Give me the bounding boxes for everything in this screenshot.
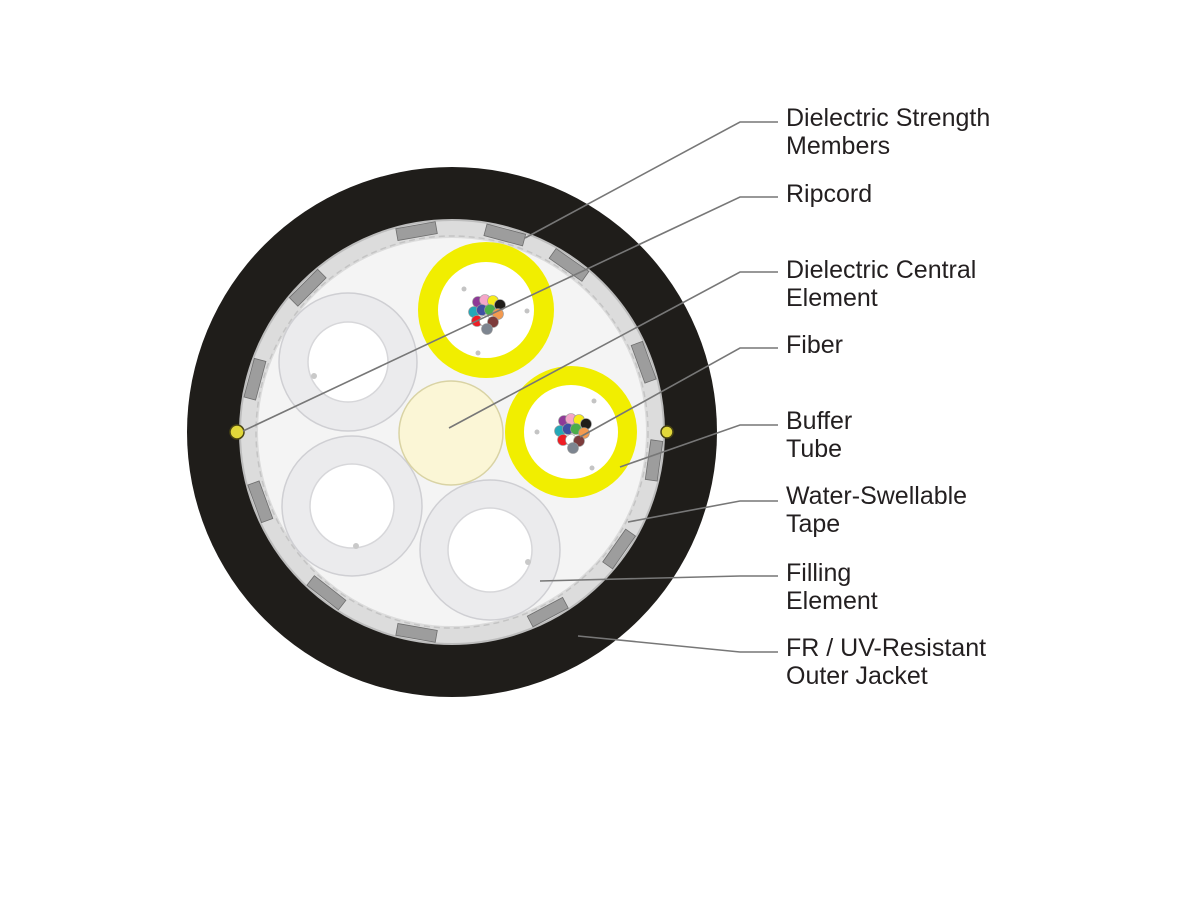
- label-line: Element: [786, 587, 878, 615]
- label-ripcord: Ripcord: [786, 180, 872, 208]
- label-line: Outer Jacket: [786, 662, 928, 690]
- label-line: Water-Swellable: [786, 482, 968, 510]
- label-line: Tube: [786, 435, 843, 463]
- strength-member: [644, 439, 664, 482]
- ripcord-right: [660, 425, 674, 439]
- dielectric-central-element: [398, 380, 504, 486]
- leader-central-element: [448, 271, 778, 429]
- leader-filling-element: [539, 575, 778, 582]
- label-line: Filling: [786, 559, 852, 587]
- label-line: Ripcord: [786, 180, 873, 208]
- label-line: Dielectric Central: [786, 256, 977, 284]
- label-line: Element: [786, 284, 878, 312]
- label-filling-element: Filling Element: [786, 559, 878, 615]
- fiber-bundle-right: [554, 413, 592, 454]
- leader-outer-jacket: [577, 635, 778, 653]
- strength-member: [306, 575, 347, 611]
- label-fiber: Fiber: [786, 331, 843, 359]
- label-line: Members: [786, 132, 891, 160]
- filling-element-bottom-right: [419, 479, 561, 621]
- tape-inner-edge: [255, 235, 649, 629]
- filling-element-bottom-left: [281, 435, 423, 577]
- strength-member: [247, 480, 274, 524]
- label-buffer-tube: Buffer Tube: [786, 407, 852, 463]
- buffer-tube-top: [418, 242, 554, 378]
- ripcord-left: [229, 424, 245, 440]
- strength-member: [395, 623, 438, 643]
- label-line: Dielectric Strength: [786, 104, 991, 132]
- strength-member: [395, 221, 438, 241]
- fiber: [567, 442, 579, 454]
- fiber: [481, 323, 493, 335]
- leader-fiber: [579, 347, 778, 438]
- label-central-element: Dielectric Central Element: [786, 256, 976, 312]
- label-outer-jacket: FR / UV-Resistant Outer Jacket: [786, 634, 986, 690]
- buffer-tube-right: [505, 366, 637, 498]
- strength-member: [483, 223, 527, 247]
- filling-element-top-left: [278, 292, 418, 432]
- label-water-tape: Water-Swellable Tape: [786, 482, 967, 538]
- leader-water-tape: [627, 500, 778, 523]
- strength-member: [630, 340, 657, 384]
- label-line: FR / UV-Resistant: [786, 634, 987, 662]
- label-line: Buffer: [786, 407, 853, 435]
- strength-member: [602, 528, 637, 570]
- leader-ripcord: [242, 196, 778, 432]
- label-line: Fiber: [786, 331, 843, 359]
- strength-member: [243, 357, 267, 401]
- label-line: Tape: [786, 510, 841, 538]
- strength-member: [288, 268, 327, 307]
- leader-buffer-tube: [619, 424, 778, 468]
- strength-member: [526, 596, 569, 628]
- label-strength-members: Dielectric Strength Members: [786, 104, 990, 160]
- leader-strength-members: [524, 121, 778, 239]
